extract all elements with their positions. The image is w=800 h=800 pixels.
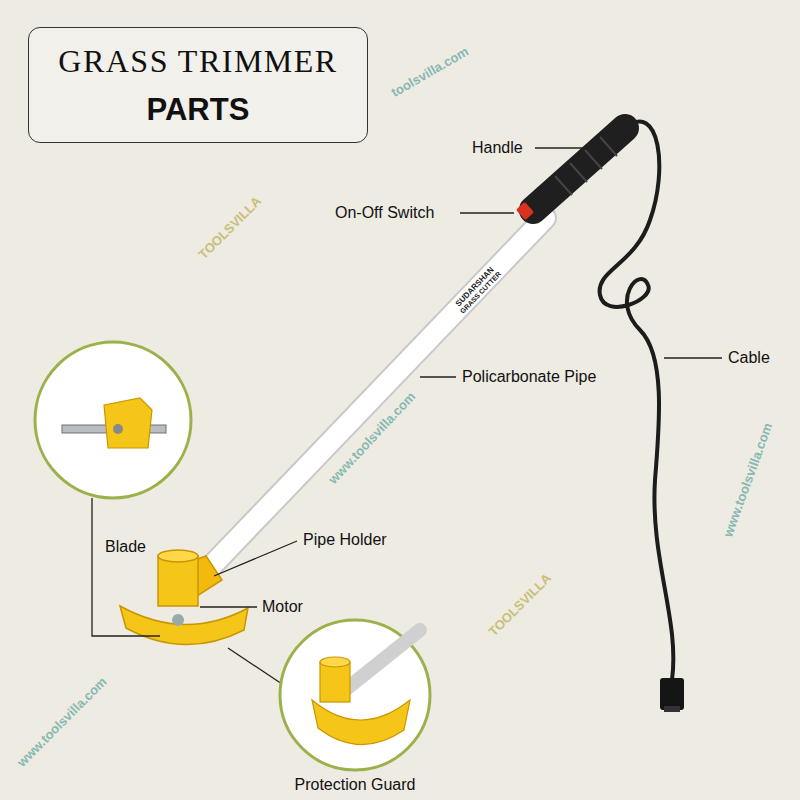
part-label: On-Off Switch xyxy=(335,203,434,222)
switch xyxy=(516,202,534,220)
motor-top xyxy=(158,550,198,562)
pipe xyxy=(200,218,545,578)
leader-line xyxy=(460,212,514,213)
watermark: toolsvilla.com xyxy=(389,44,472,101)
leader-line xyxy=(92,498,160,636)
guard xyxy=(120,606,248,645)
plug-body xyxy=(660,678,684,710)
leader-line xyxy=(214,541,297,576)
part-label: Protection Guard xyxy=(295,775,416,794)
part-label: Pipe Holder xyxy=(303,530,387,549)
watermark: www.toolsvilla.com xyxy=(14,674,110,770)
part-label: Policarbonate Pipe xyxy=(462,367,596,386)
leader-line xyxy=(535,147,592,148)
handle-grip xyxy=(533,128,625,210)
part-label: Handle xyxy=(472,138,523,157)
title-heading: GRASS TRIMMER xyxy=(58,43,337,80)
guard xyxy=(312,700,410,745)
ridge xyxy=(600,137,617,156)
ridge xyxy=(570,163,587,182)
detail-circle xyxy=(280,620,430,770)
part-label: Cable xyxy=(728,348,770,367)
title-box: GRASS TRIMMER PARTS xyxy=(28,27,368,143)
title-subheading: PARTS xyxy=(147,92,250,128)
motor-top xyxy=(320,657,350,667)
leader-line xyxy=(200,606,257,607)
power-cable xyxy=(600,122,674,680)
blade-mount xyxy=(104,398,152,448)
ridge xyxy=(585,150,602,169)
blade-hub xyxy=(172,614,184,626)
ridge xyxy=(555,176,572,195)
plug-tip xyxy=(664,706,680,712)
watermark: www.toolsvilla.com xyxy=(720,421,776,539)
plug xyxy=(660,678,684,712)
motor-body xyxy=(320,662,350,702)
blade-bolt xyxy=(113,424,123,434)
watermark: TOOLSVILLA xyxy=(195,193,264,262)
pipe xyxy=(345,630,420,690)
leader-line xyxy=(664,357,722,358)
part-label: Motor xyxy=(262,597,303,616)
grip-ridges xyxy=(555,137,617,195)
watermark: TOOLSVILLA xyxy=(485,570,554,639)
pipe-outline xyxy=(200,218,545,578)
leader-line xyxy=(228,648,282,684)
leader-line xyxy=(420,376,456,377)
motor-body xyxy=(158,556,198,606)
part-label: Blade xyxy=(105,537,146,556)
detail-circle xyxy=(35,342,191,498)
